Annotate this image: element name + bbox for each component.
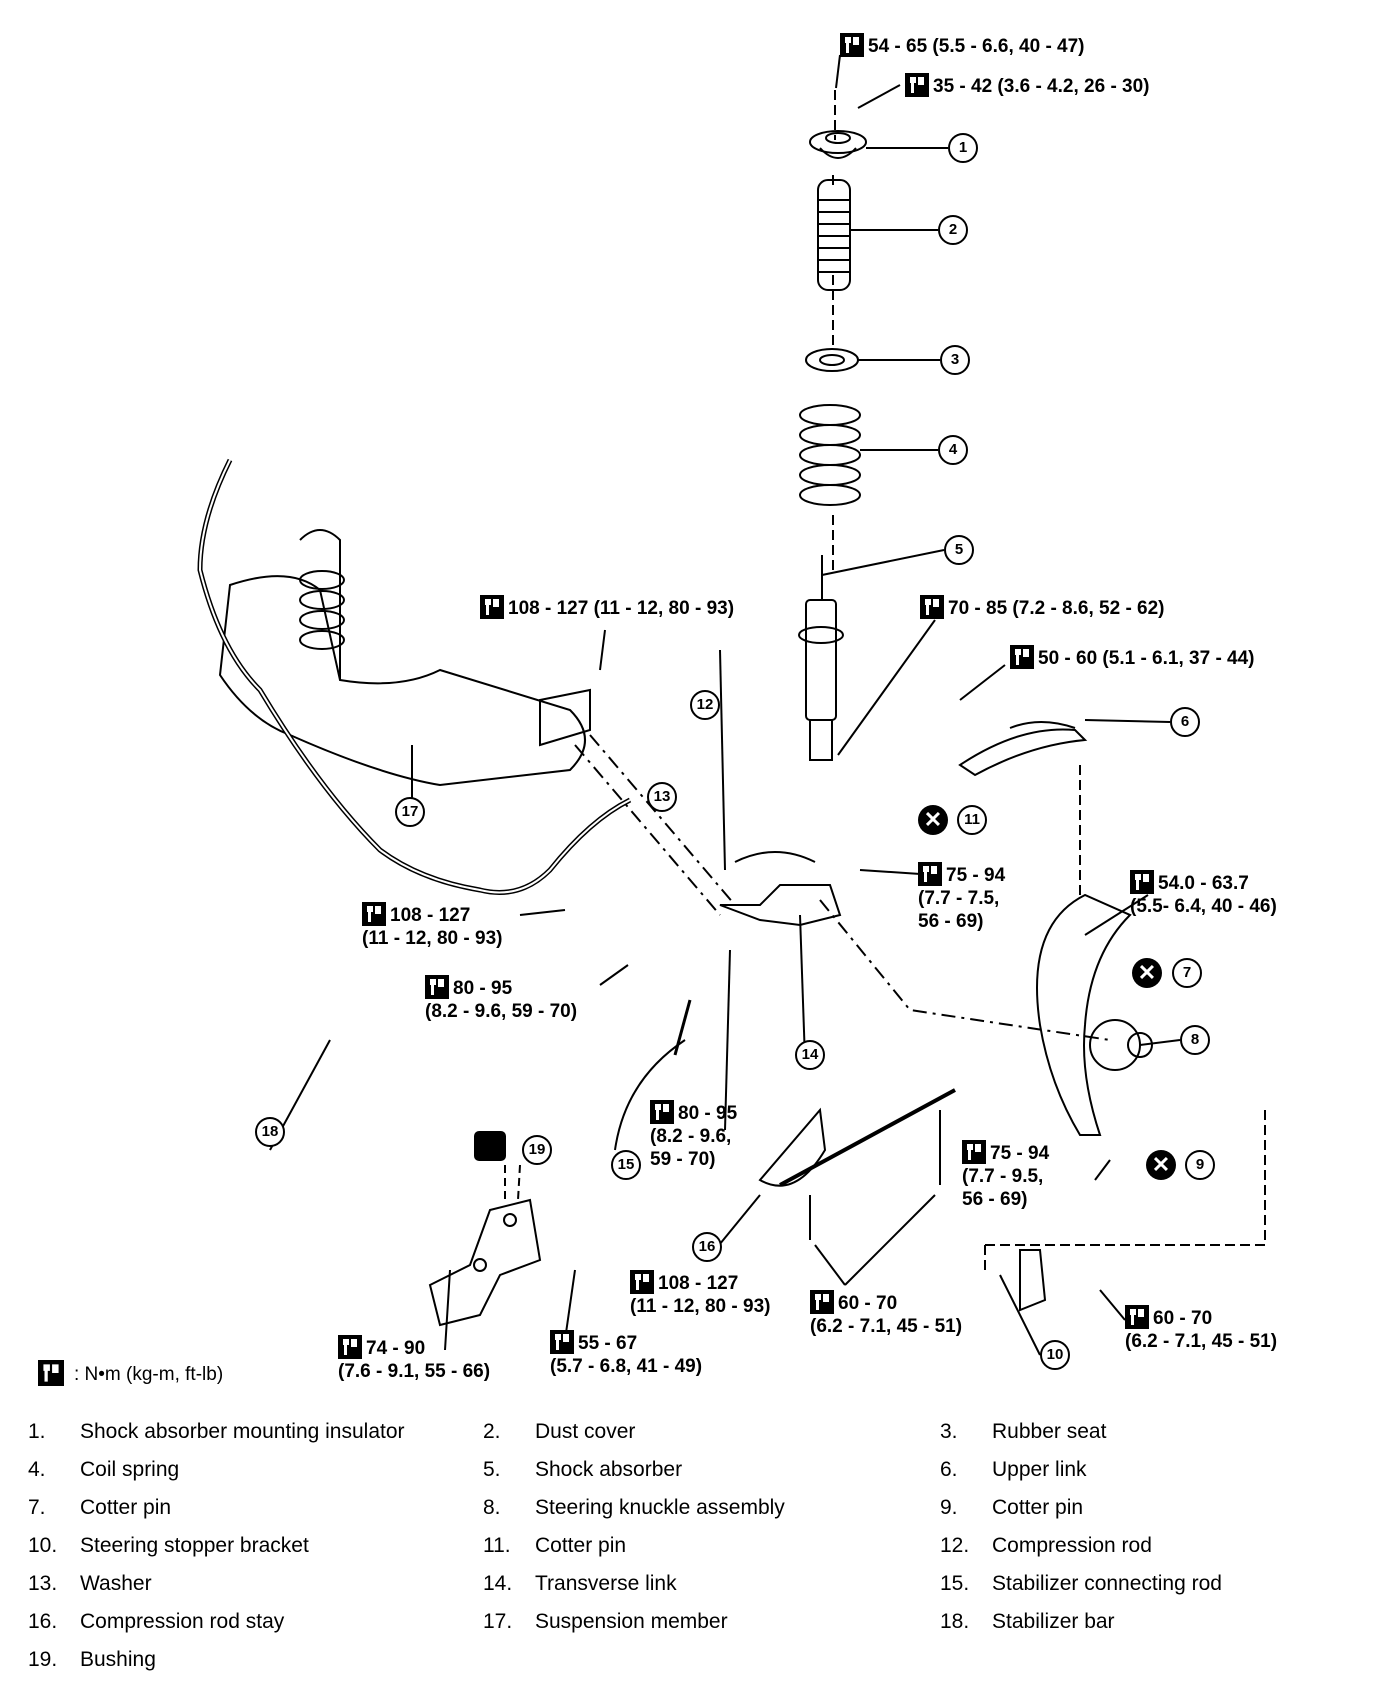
callout-13: 13 bbox=[647, 782, 677, 812]
list-item: 14.Transverse link bbox=[483, 1572, 677, 1595]
torque-spec: 74 - 90 (7.6 - 9.1, 55 - 66) bbox=[338, 1335, 490, 1383]
torque-spec: 108 - 127 (11 - 12, 80 - 93) bbox=[630, 1270, 770, 1318]
torque-wrench-icon bbox=[550, 1330, 574, 1354]
torque-wrench-icon bbox=[362, 902, 386, 926]
torque-wrench-icon bbox=[1125, 1305, 1149, 1329]
callout-16: 16 bbox=[692, 1232, 722, 1262]
torque-spec: 55 - 67 (5.7 - 6.8, 41 - 49) bbox=[550, 1330, 702, 1378]
list-item: 16.Compression rod stay bbox=[28, 1610, 285, 1633]
torque-wrench-icon bbox=[650, 1100, 674, 1124]
unit-legend-text: : N•m (kg-m, ft-lb) bbox=[74, 1364, 224, 1385]
callout-10: 10 bbox=[1040, 1340, 1070, 1370]
torque-wrench-icon bbox=[810, 1290, 834, 1314]
torque-wrench-icon bbox=[840, 33, 864, 57]
callout-6: 6 bbox=[1170, 707, 1200, 737]
torque-wrench-icon bbox=[38, 1360, 64, 1386]
torque-spec: 54.0 - 63.7 (5.5- 6.4, 40 - 46) bbox=[1130, 870, 1277, 918]
callout-1: 1 bbox=[948, 133, 978, 163]
callout-7: 7 bbox=[1172, 958, 1202, 988]
torque-wrench-icon bbox=[1010, 645, 1034, 669]
torque-spec: 80 - 95 (8.2 - 9.6, 59 - 70) bbox=[650, 1100, 737, 1171]
list-item: 15.Stabilizer connecting rod bbox=[940, 1572, 1222, 1595]
callout-2: 2 bbox=[938, 215, 968, 245]
callout-12: 12 bbox=[690, 690, 720, 720]
callout-11: 11 bbox=[957, 805, 987, 835]
list-item: 13.Washer bbox=[28, 1572, 152, 1595]
torque-spec: 108 - 127 (11 - 12, 80 - 93) bbox=[362, 902, 502, 950]
torque-wrench-icon bbox=[920, 595, 944, 619]
list-item: 7.Cotter pin bbox=[28, 1496, 172, 1519]
list-item: 2.Dust cover bbox=[483, 1420, 636, 1443]
list-item: 18.Stabilizer bar bbox=[940, 1610, 1115, 1633]
torque-wrench-icon bbox=[1130, 870, 1154, 894]
torque-spec: 108 - 127 (11 - 12, 80 - 93) bbox=[480, 595, 734, 620]
list-item: 8.Steering knuckle assembly bbox=[483, 1496, 785, 1519]
list-item: 17.Suspension member bbox=[483, 1610, 728, 1633]
torque-spec: 54 - 65 (5.5 - 6.6, 40 - 47) bbox=[840, 33, 1085, 58]
torque-wrench-icon bbox=[425, 975, 449, 999]
list-item: 9.Cotter pin bbox=[940, 1496, 1084, 1519]
torque-spec: 50 - 60 (5.1 - 6.1, 37 - 44) bbox=[1010, 645, 1255, 670]
list-item: 6.Upper link bbox=[940, 1458, 1087, 1481]
torque-spec: 70 - 85 (7.2 - 8.6, 52 - 62) bbox=[920, 595, 1165, 620]
callout-14: 14 bbox=[795, 1040, 825, 1070]
torque-spec: 60 - 70 (6.2 - 7.1, 45 - 51) bbox=[810, 1290, 962, 1338]
list-item: 12.Compression rod bbox=[940, 1534, 1152, 1557]
callout-15: 15 bbox=[611, 1150, 641, 1180]
torque-spec: 80 - 95 (8.2 - 9.6, 59 - 70) bbox=[425, 975, 577, 1023]
callout-3: 3 bbox=[940, 345, 970, 375]
list-item: 5.Shock absorber bbox=[483, 1458, 683, 1481]
list-item: 3.Rubber seat bbox=[940, 1420, 1107, 1443]
callout-8: 8 bbox=[1180, 1025, 1210, 1055]
callout-17: 17 bbox=[395, 797, 425, 827]
callout-19: 19 bbox=[522, 1135, 552, 1165]
list-item: 4.Coil spring bbox=[28, 1458, 180, 1481]
callout-18: 18 bbox=[255, 1117, 285, 1147]
list-item: 11.Cotter pin bbox=[483, 1534, 627, 1557]
torque-spec: 75 - 94 (7.7 - 9.5, 56 - 69) bbox=[962, 1140, 1049, 1211]
replace-part-icon: ✕ bbox=[918, 805, 948, 835]
torque-wrench-icon bbox=[918, 862, 942, 886]
torque-spec: 75 - 94 (7.7 - 7.5, 56 - 69) bbox=[918, 862, 1005, 933]
list-item: 1.Shock absorber mounting insulator bbox=[28, 1420, 405, 1443]
callout-9: 9 bbox=[1185, 1150, 1215, 1180]
exploded-suspension-drawing bbox=[197, 54, 1266, 1356]
list-item: 19.Bushing bbox=[28, 1648, 156, 1671]
torque-spec: 35 - 42 (3.6 - 4.2, 26 - 30) bbox=[905, 73, 1150, 98]
torque-wrench-icon bbox=[630, 1270, 654, 1294]
torque-spec: 60 - 70 (6.2 - 7.1, 45 - 51) bbox=[1125, 1305, 1277, 1353]
callout-4: 4 bbox=[938, 435, 968, 465]
list-item: 10.Steering stopper bracket bbox=[28, 1534, 309, 1557]
callout-5: 5 bbox=[944, 535, 974, 565]
replace-part-icon: ✕ bbox=[1146, 1150, 1176, 1180]
torque-wrench-icon bbox=[338, 1335, 362, 1359]
unit-legend: : N•m (kg-m, ft-lb) bbox=[38, 1360, 223, 1386]
replace-part-icon: ✕ bbox=[1132, 958, 1162, 988]
torque-wrench-icon bbox=[905, 73, 929, 97]
torque-wrench-icon bbox=[962, 1140, 986, 1164]
torque-wrench-icon bbox=[480, 595, 504, 619]
